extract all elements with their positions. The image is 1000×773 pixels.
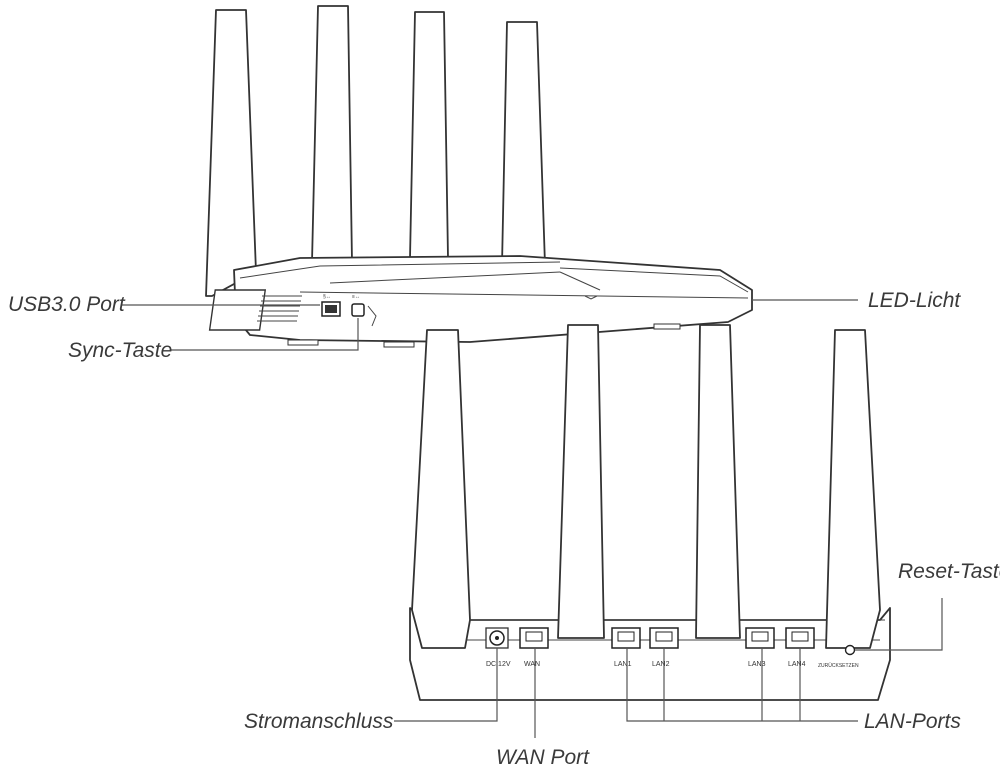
- rear-antenna-2: [557, 324, 605, 639]
- usb-port-mark: §↔: [323, 294, 331, 300]
- reset-label: ZURÜCKSETZEN: [818, 662, 859, 669]
- wan-port: WAN: [519, 627, 549, 668]
- side-antenna-2: [311, 5, 353, 263]
- lan2-label: LAN2: [652, 661, 670, 668]
- reset-button: ZURÜCKSETZEN: [818, 644, 859, 669]
- rear-antenna-1: [411, 329, 471, 649]
- callout-lines: [122, 299, 943, 738]
- dc-power-jack: DC 12V: [485, 627, 511, 668]
- rear-antenna-4: [825, 329, 881, 649]
- lan-port-3: LAN3: [745, 627, 775, 668]
- side-antenna-4: [501, 21, 546, 266]
- callout-reset: Reset-Taste: [898, 560, 1000, 583]
- side-body: [233, 255, 753, 343]
- lan1-label: LAN1: [614, 661, 632, 668]
- router-side-view: §↔ ≡↔: [205, 5, 753, 348]
- lan4-label: LAN4: [788, 661, 806, 668]
- router-rear-view: DC 12V WAN LAN1 LAN2 LAN3 LAN4: [409, 324, 891, 701]
- callout-usb: USB3.0 Port: [8, 293, 126, 316]
- rear-antenna-3: [695, 324, 741, 639]
- side-antenna-1: [205, 9, 257, 297]
- rear-body: [409, 607, 891, 701]
- callout-sync: Sync-Taste: [68, 339, 172, 362]
- callout-power: Stromanschluss: [244, 710, 394, 733]
- callout-lan: LAN-Ports: [864, 710, 961, 733]
- side-vent-grille: [208, 289, 302, 331]
- usb-port: §↔: [321, 294, 341, 317]
- side-antenna-3: [409, 11, 449, 259]
- lan-port-1: LAN1: [611, 627, 641, 668]
- lan-port-2: LAN2: [649, 627, 679, 668]
- sync-button-mark: ≡↔: [352, 294, 360, 300]
- sync-button: ≡↔: [351, 294, 365, 317]
- lan3-label: LAN3: [748, 661, 766, 668]
- dc-label: DC 12V: [486, 661, 511, 668]
- callout-led: LED-Licht: [868, 289, 961, 312]
- callout-wan: WAN Port: [496, 746, 590, 769]
- wan-label: WAN: [524, 661, 540, 668]
